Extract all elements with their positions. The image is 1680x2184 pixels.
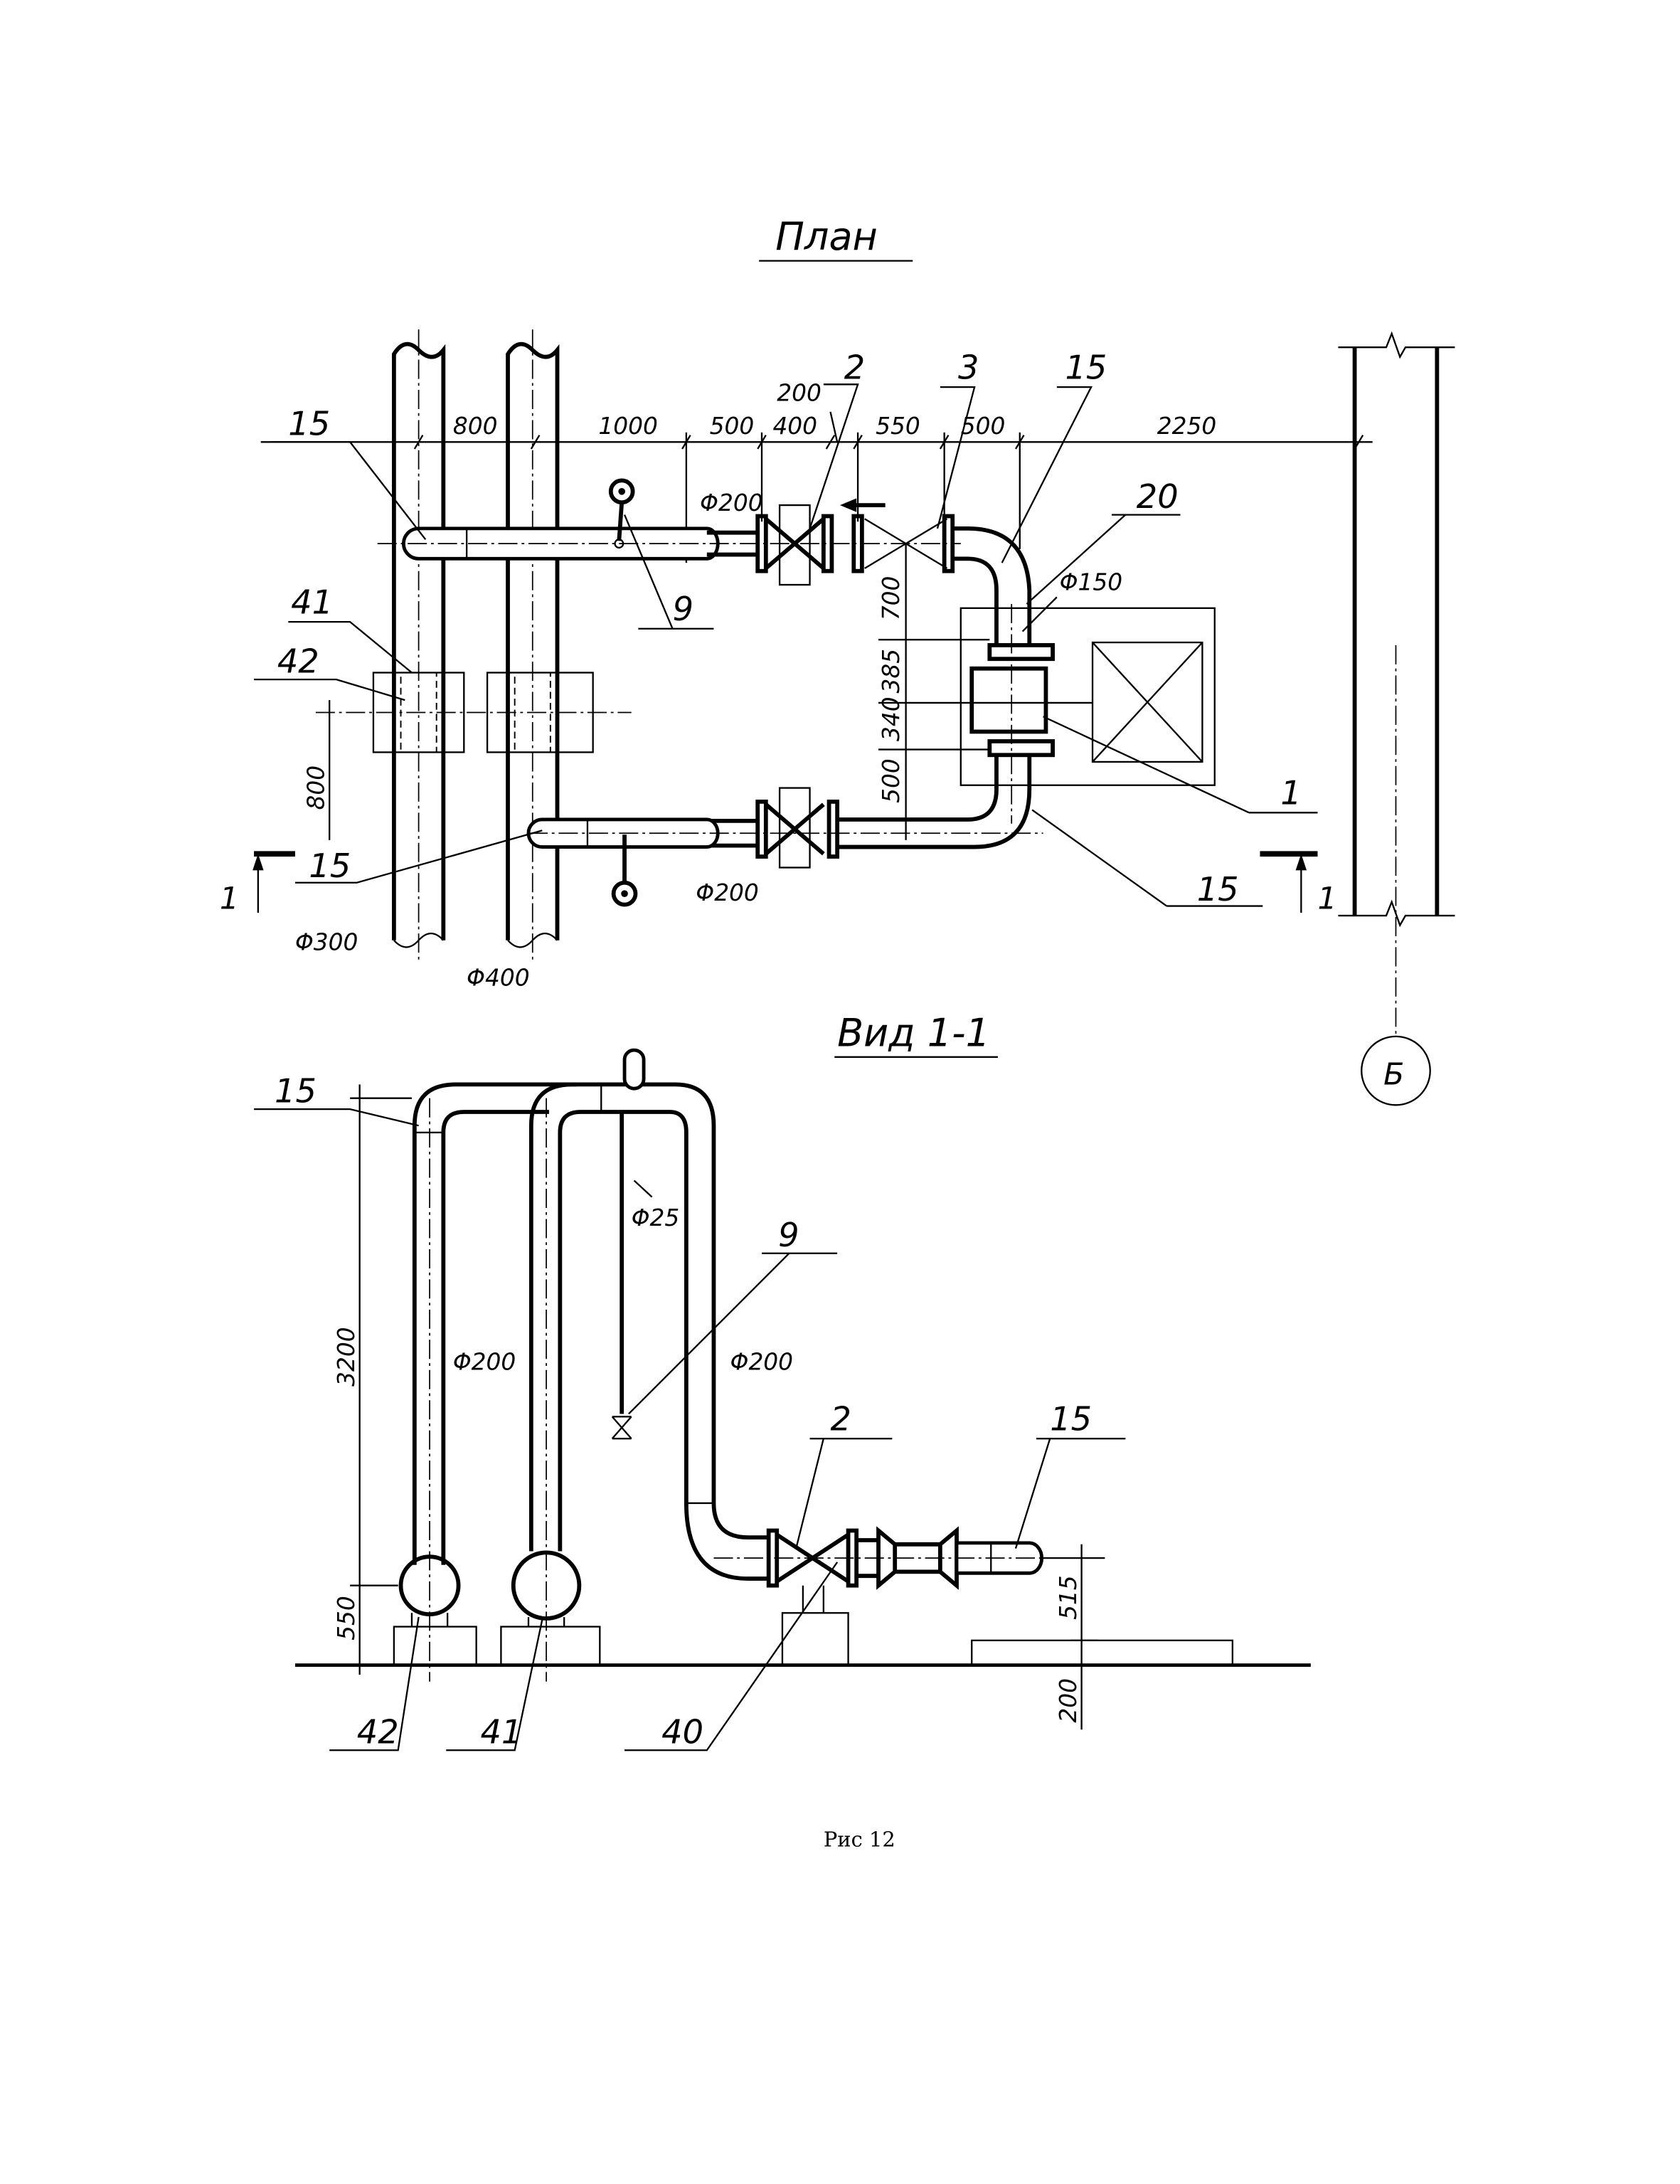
- pump-unit-1: [878, 604, 1216, 824]
- label-9: 9: [673, 590, 693, 628]
- label-15-left: 15: [275, 1071, 317, 1110]
- dim-700: 700: [878, 576, 905, 621]
- building-column: Б: [1338, 331, 1455, 1106]
- dim-3200: 3200: [333, 1327, 360, 1386]
- main-pipe-d300: [391, 329, 446, 961]
- label-42: 42: [357, 1713, 399, 1751]
- motor-cross-icon: [1092, 642, 1203, 763]
- dim-340: 340: [878, 696, 905, 741]
- label-d200-left: Φ200: [453, 1349, 516, 1376]
- drain-line-d25: [611, 1111, 632, 1440]
- axis-marker: [1361, 1035, 1431, 1106]
- label-15-right: 15: [1050, 1400, 1092, 1438]
- leader-lines: [254, 383, 1318, 907]
- section-label-left: 1: [220, 881, 239, 916]
- label-d200-top: Φ200: [700, 489, 762, 516]
- dim-800-support: 800: [302, 765, 329, 810]
- label-15-bottom: 15: [309, 847, 351, 885]
- label-9-section: 9: [778, 1216, 799, 1254]
- support-42-base: [393, 1626, 477, 1666]
- figure-caption: Рис 12: [824, 1827, 895, 1851]
- label-20: 20: [1137, 477, 1179, 516]
- axis-label-b: Б: [1383, 1057, 1404, 1092]
- dim-550: 550: [333, 1596, 360, 1640]
- drain-valve-9: [611, 1416, 632, 1440]
- valve-body: [778, 504, 811, 586]
- label-d400: Φ400: [467, 964, 529, 991]
- dim-515: 515: [1055, 1575, 1082, 1620]
- section-label-right: 1: [1318, 881, 1337, 916]
- label-42: 42: [277, 642, 319, 681]
- label-1: 1: [1280, 774, 1301, 812]
- label-2-section: 2: [830, 1400, 851, 1438]
- horizontal-discharge: [713, 1526, 1098, 1666]
- dim-800: 800: [453, 413, 498, 440]
- gate-valve-2: [764, 517, 825, 571]
- section-dimensions: [350, 1084, 1105, 1730]
- gate-valve: [764, 802, 825, 856]
- dim-500: 500: [710, 413, 755, 440]
- support-40: [781, 1612, 849, 1666]
- section-marker-left: 1: [220, 851, 295, 916]
- label-d150: Φ150: [1060, 569, 1122, 596]
- plan-view: План 800 10: [220, 214, 1455, 1106]
- label-41: 41: [480, 1713, 522, 1751]
- section-view: Вид 1-1: [254, 1010, 1311, 1751]
- label-40: 40: [661, 1713, 703, 1751]
- dim-1000: 1000: [598, 413, 657, 440]
- header-d300-section: [398, 1554, 461, 1617]
- elbow-15: [952, 526, 1032, 645]
- pipe-loop-left: [412, 1082, 577, 1682]
- vertical-dimensions: 700 385 340 500: [878, 544, 990, 840]
- section-marker-right: 1: [1260, 851, 1337, 916]
- dim-2250: 2250: [1157, 413, 1216, 440]
- support-41-base: [500, 1626, 601, 1666]
- section-title: Вид 1-1: [837, 1010, 990, 1055]
- pump-foundation: [971, 1639, 1234, 1666]
- dim-550: 550: [876, 413, 920, 440]
- header-d400-section: [511, 1550, 582, 1621]
- main-pipe-d400: [506, 329, 560, 961]
- label-d200-bottom: Φ200: [696, 879, 758, 906]
- label-3: 3: [958, 349, 979, 387]
- dim-500b: 500: [961, 413, 1006, 440]
- label-2: 2: [844, 349, 865, 387]
- air-vent: [622, 1048, 646, 1091]
- label-d25: Φ25: [632, 1204, 680, 1231]
- bottom-branch-pipe: [526, 755, 1043, 907]
- flange: [755, 514, 768, 573]
- label-d200-right: Φ200: [730, 1349, 793, 1376]
- dim-200: 200: [1055, 1678, 1082, 1723]
- dim-500v: 500: [878, 758, 905, 803]
- plan-title: План: [775, 214, 878, 259]
- dim-385: 385: [878, 649, 905, 694]
- label-15-bend: 15: [1197, 870, 1239, 908]
- label-15-top: 15: [288, 405, 330, 443]
- label-41: 41: [291, 583, 333, 622]
- dim-200: 200: [777, 379, 822, 406]
- section-leaders: [254, 1108, 1126, 1751]
- pipe-loop-right: [528, 1048, 769, 1682]
- label-d300: Φ300: [295, 928, 358, 955]
- label-15-right: 15: [1065, 349, 1107, 387]
- dim-400: 400: [772, 413, 817, 440]
